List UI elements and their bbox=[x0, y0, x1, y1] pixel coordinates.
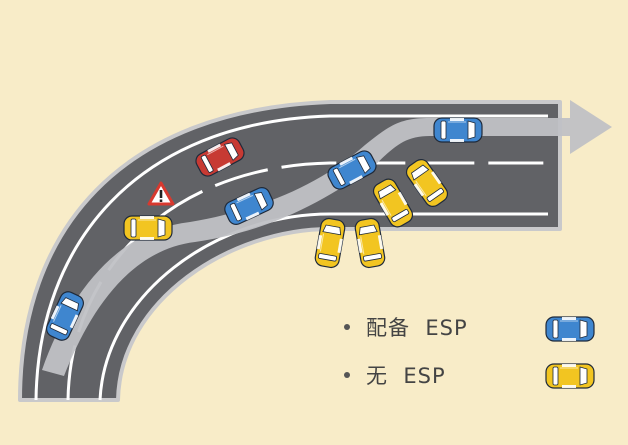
legend-item-with-esp: 配备 ESP bbox=[344, 312, 468, 342]
legend-bullet bbox=[344, 324, 350, 330]
legend-car-with-esp bbox=[545, 316, 595, 342]
legend-item-without-esp: 无 ESP bbox=[344, 360, 446, 390]
car-with-esp-path-4 bbox=[433, 117, 483, 143]
legend-car-without-esp bbox=[545, 363, 595, 389]
road bbox=[18, 100, 562, 402]
legend-label-with-esp: 配备 ESP bbox=[366, 316, 468, 340]
legend-bullet bbox=[344, 372, 350, 378]
legend-label-without-esp: 无 ESP bbox=[366, 364, 446, 388]
car-without-esp-path-1 bbox=[123, 215, 173, 241]
warning-triangle-icon bbox=[147, 181, 175, 206]
